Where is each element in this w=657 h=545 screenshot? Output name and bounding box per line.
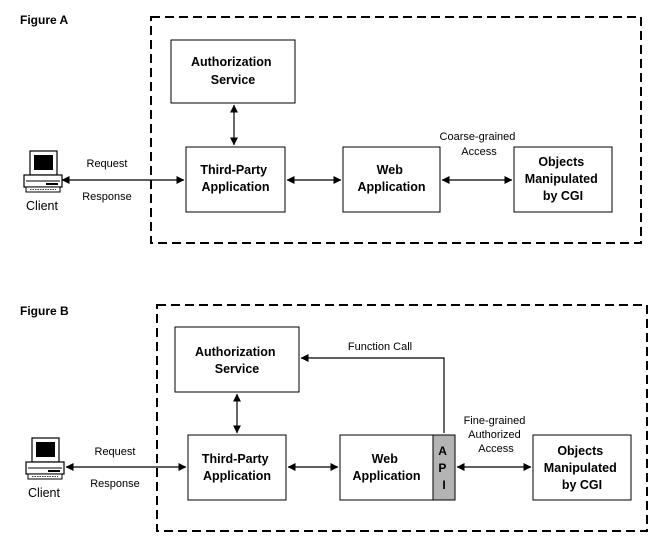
figure-b-authorization-service-label: Authorization Service — [195, 345, 279, 376]
figure-b-label: Figure B — [20, 304, 69, 318]
figure-b-response-label: Response — [90, 478, 140, 490]
figure-a-authorization-service-box: Authorization Service — [170, 39, 296, 104]
figure-b-client-label: Client — [28, 486, 60, 500]
figure-b-access-label: Fine-grained Authorized Access — [464, 415, 529, 455]
figure-a-objects-label: Objects Manipulated by CGI — [525, 155, 601, 203]
figure-a-request-label: Request — [87, 158, 128, 170]
figure-a: Figure A Authorization Service Third-Par… — [20, 13, 642, 244]
figure-b-api-label: A P I — [438, 444, 450, 492]
figure-b-third-party-label: Third-Party Application — [202, 452, 272, 483]
figure-a-third-party-label: Third-Party Application — [200, 163, 270, 194]
figure-b: Figure B Authorization Service Third-Par… — [20, 304, 648, 532]
figure-a-objects-box: Objects Manipulated by CGI — [513, 146, 613, 213]
figure-a-access-label: Coarse-grained Access — [440, 131, 519, 158]
figure-b-web-application-label: Web Application — [352, 452, 420, 483]
figure-a-web-application-box: Web Application — [342, 146, 441, 213]
figure-b-web-application-box: Web Application — [339, 434, 434, 501]
figure-a-authorization-service-label: Authorization Service — [191, 55, 275, 87]
figure-b-objects-label: Objects Manipulated by CGI — [544, 444, 620, 492]
figure-b-function-call-label: Function Call — [348, 341, 412, 353]
figure-b-authorization-service-box: Authorization Service — [174, 326, 300, 393]
figure-a-response-label: Response — [82, 191, 132, 203]
figure-b-objects-box: Objects Manipulated by CGI — [532, 434, 632, 501]
figure-b-boundary — [156, 304, 648, 532]
figure-b-api-block: A P I — [432, 434, 456, 501]
figure-b-computer-icon — [25, 437, 65, 480]
figure-a-label: Figure A — [20, 13, 69, 27]
figure-a-client-label: Client — [26, 199, 58, 213]
figure-b-third-party-box: Third-Party Application — [187, 434, 287, 501]
figure-a-third-party-box: Third-Party Application — [185, 146, 286, 213]
figure-b-function-call-arrow — [300, 354, 445, 433]
figure-b-request-label: Request — [95, 446, 136, 458]
figure-a-boundary — [150, 16, 642, 244]
figure-a-web-application-label: Web Application — [357, 163, 425, 194]
figure-a-computer-icon — [23, 150, 63, 193]
